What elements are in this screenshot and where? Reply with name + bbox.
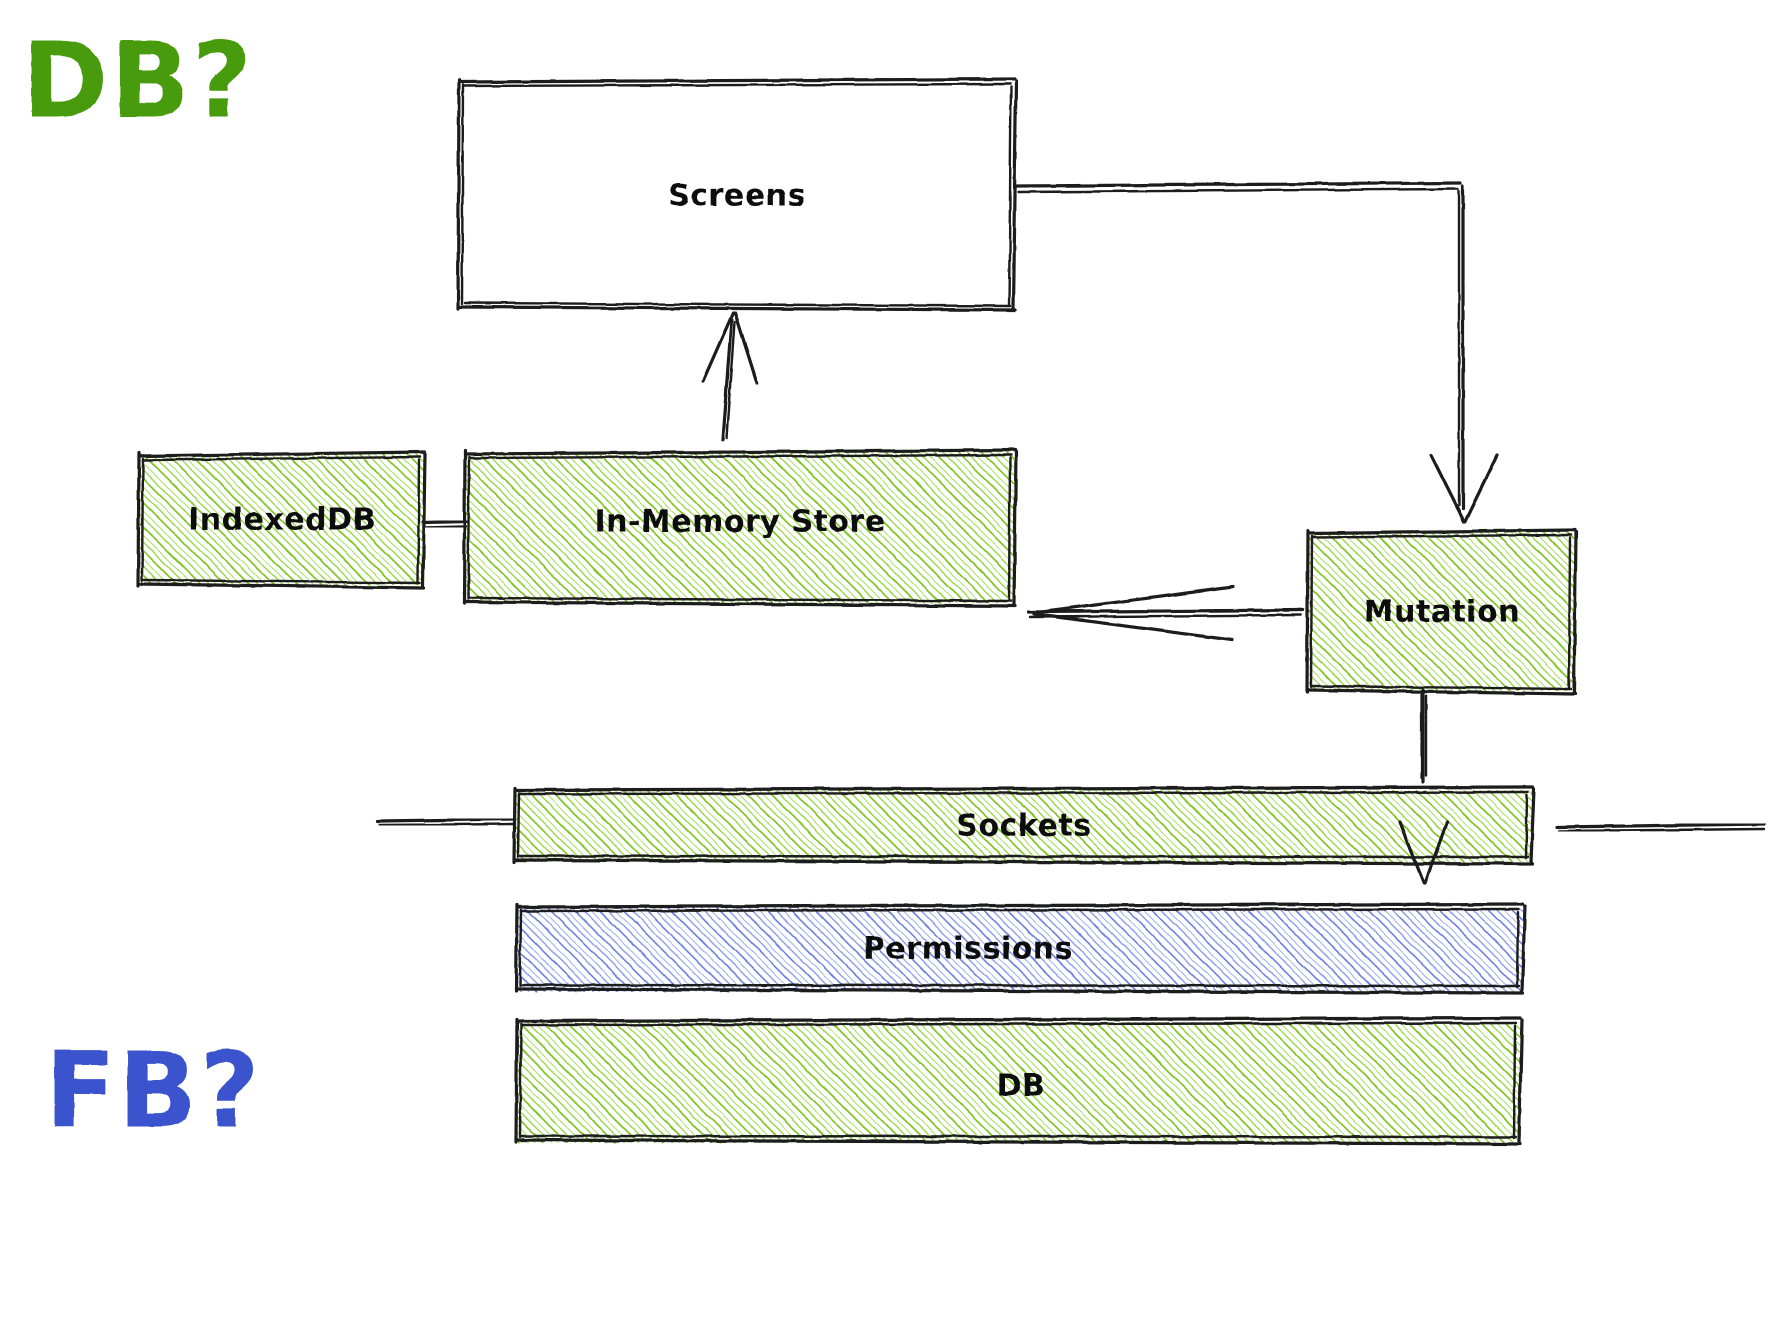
- node-fill-indexeddb: [140, 454, 424, 585]
- connector-sockets-right-stub: [1555, 822, 1766, 833]
- annotation-fb-question: FB?: [45, 1029, 262, 1151]
- node-label-mutation: Mutation: [1364, 595, 1520, 630]
- node-label-in-memory-store: In-Memory Store: [594, 505, 885, 540]
- node-indexeddb[interactable]: IndexedDB: [136, 450, 427, 590]
- node-label-permissions: Permissions: [863, 932, 1073, 967]
- node-fill-sockets: [516, 790, 1532, 862]
- connector-store-to-screens: [701, 311, 759, 442]
- node-label-db: DB: [997, 1069, 1046, 1104]
- connector-screens-to-mutation: [1014, 181, 1499, 523]
- node-mutation[interactable]: Mutation: [1305, 528, 1578, 696]
- connector-mutation-to-store: [1026, 585, 1305, 642]
- connector-sockets-left-stub: [376, 817, 515, 827]
- annotation-db-question: DB?: [22, 19, 254, 141]
- node-sockets[interactable]: Sockets: [512, 785, 1536, 866]
- node-fill-db: [518, 1022, 1521, 1143]
- node-fill-permissions: [518, 908, 1524, 992]
- node-label-sockets: Sockets: [956, 809, 1091, 844]
- node-fill-mutation: [1309, 532, 1574, 691]
- node-permissions[interactable]: Permissions: [514, 902, 1527, 995]
- connector-mutation-to-sockets: [1398, 688, 1449, 885]
- node-label-indexeddb: IndexedDB: [188, 503, 376, 538]
- node-fill-in-memory-store: [466, 452, 1014, 603]
- node-db[interactable]: DB: [514, 1016, 1524, 1146]
- connector-indexeddb-to-store: [421, 519, 468, 529]
- node-screens[interactable]: Screens: [456, 77, 1018, 312]
- node-label-screens: Screens: [668, 179, 806, 214]
- node-in-memory-store[interactable]: In-Memory Store: [462, 448, 1018, 608]
